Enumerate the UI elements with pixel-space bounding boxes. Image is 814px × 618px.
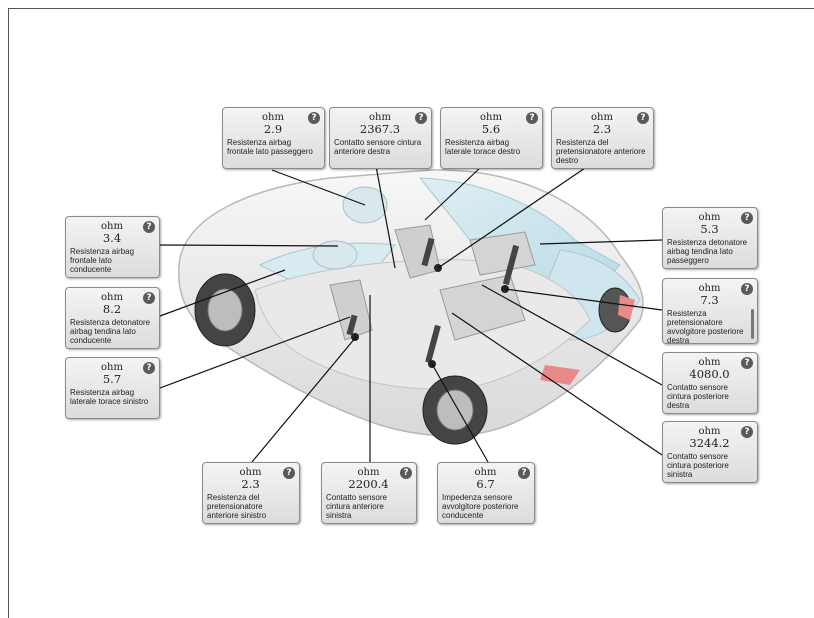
card-pretensioner-front-right[interactable]: ohm 2.3 Resistenza del pretensionatore a…: [551, 107, 654, 169]
card-curtain-airbag-driver[interactable]: ohm 8.2 Resistenza detonatore airbag ten…: [65, 287, 160, 349]
card-description: Resistenza detonatore airbag tendina lat…: [70, 318, 151, 345]
belt-retractor-rl: [425, 324, 441, 364]
diagram-frame: [8, 8, 814, 618]
ohm-value: 3244.2: [689, 436, 730, 450]
belt-retractor-rr: [502, 244, 520, 286]
ohm-value: 8.2: [102, 302, 122, 316]
wheel-front-left-rim: [207, 288, 243, 332]
sensor-fl: [351, 333, 359, 341]
unit-label: ohm: [474, 467, 497, 478]
card-scrollbar[interactable]: [751, 309, 754, 339]
unit-label: ohm: [101, 362, 123, 373]
help-icon[interactable]: ?: [415, 112, 427, 124]
belt-pretensioner-fr: [421, 237, 435, 267]
airbag-front-left: [312, 240, 358, 270]
callout-lines: [159, 165, 663, 463]
help-icon[interactable]: ?: [143, 221, 155, 233]
card-description: Resistenza airbag frontale lato conducen…: [70, 247, 135, 274]
car-illustration: [159, 165, 663, 463]
ohm-value: 5.6: [481, 122, 501, 136]
card-description: Resistenza del pretensionatore anteriore…: [556, 138, 646, 165]
help-icon[interactable]: ?: [741, 357, 753, 369]
unit-label: ohm: [239, 467, 262, 478]
ohm-value: 3.4: [102, 231, 122, 245]
tail-light-right: [618, 295, 635, 320]
help-icon[interactable]: ?: [143, 292, 155, 304]
ohm-value: 7.3: [700, 293, 719, 307]
ohm-value: 5.7: [102, 372, 122, 386]
help-icon[interactable]: ?: [143, 362, 155, 374]
airbag-diagnostic-diagram: ohm 2.9 Resistenza airbag frontale lato …: [65, 107, 758, 524]
card-belt-sensor-rear-right[interactable]: ohm 4080.0 Contatto sensore cintura post…: [662, 352, 758, 414]
card-description: Resistenza del pretensionatore anteriore…: [207, 493, 267, 520]
wheel-rear-left-rim: [436, 389, 474, 431]
card-airbag-side-chest-right[interactable]: ohm 5.6 Resistenza airbag laterale torac…: [440, 107, 543, 169]
ohm-value: 2.9: [263, 122, 283, 136]
ohm-value: 6.7: [476, 477, 495, 491]
unit-label: ohm: [101, 292, 123, 303]
unit-label: ohm: [357, 467, 380, 478]
unit-label: ohm: [262, 112, 284, 123]
card-curtain-airbag-passenger[interactable]: ohm 5.3 Resistenza detonatore airbag ten…: [662, 207, 758, 269]
card-description: Contatto sensore cintura posteriore sini…: [667, 452, 729, 479]
card-description: Contatto sensore cintura posteriore dest…: [667, 383, 729, 410]
ohm-value: 4080.0: [689, 367, 730, 381]
unit-label: ohm: [591, 112, 613, 123]
card-description: Impedenza sensore avvolgitore posteriore…: [442, 493, 519, 520]
tail-light-left: [540, 365, 580, 385]
help-icon[interactable]: ?: [283, 467, 295, 479]
card-description: Resistenza detonatore airbag tendina lat…: [667, 238, 748, 265]
unit-label: ohm: [698, 283, 721, 294]
ohm-value: 5.3: [700, 222, 719, 236]
help-icon[interactable]: ?: [526, 112, 538, 124]
card-pretensioner-front-left[interactable]: ohm 2.3 Resistenza del pretensionatore a…: [202, 462, 300, 524]
card-pretensioner-retractor-rear-right[interactable]: ohm 7.3 Resistenza pretensionatore avvol…: [662, 278, 758, 345]
card-description: Contatto sensore cintura anteriore sinis…: [326, 493, 387, 520]
unit-label: ohm: [698, 212, 721, 223]
card-description: Resistenza airbag frontale lato passegge…: [227, 138, 313, 156]
unit-label: ohm: [480, 112, 502, 123]
card-description: Resistenza airbag laterale torace sinist…: [70, 388, 149, 406]
help-icon[interactable]: ?: [518, 467, 530, 479]
help-icon[interactable]: ?: [400, 467, 412, 479]
ohm-value: 2.3: [592, 122, 612, 136]
card-description: Contatto sensore cintura anteriore destr…: [334, 138, 422, 156]
unit-label: ohm: [369, 112, 391, 123]
help-icon[interactable]: ?: [741, 283, 753, 295]
help-icon[interactable]: ?: [741, 426, 753, 438]
card-airbag-front-passenger[interactable]: ohm 2.9 Resistenza airbag frontale lato …: [222, 107, 325, 169]
help-icon[interactable]: ?: [741, 212, 753, 224]
belt-pretensioner-fl: [346, 314, 358, 336]
card-description: Resistenza airbag laterale torace destro: [445, 138, 521, 156]
card-retractor-impedance-rear-driver[interactable]: ohm 6.7 Impedenza sensore avvolgitore po…: [437, 462, 535, 524]
card-airbag-front-driver[interactable]: ohm 3.4 Resistenza airbag frontale lato …: [65, 216, 160, 278]
card-belt-sensor-rear-left[interactable]: ohm 3244.2 Contatto sensore cintura post…: [662, 421, 758, 483]
seat-front-left: [329, 279, 373, 341]
ohm-value: 2.3: [241, 477, 260, 491]
ohm-value: 2367.3: [359, 122, 401, 136]
help-icon[interactable]: ?: [308, 112, 320, 124]
unit-label: ohm: [698, 426, 721, 437]
seat-rear-right: [469, 231, 536, 276]
help-icon[interactable]: ?: [637, 112, 649, 124]
ohm-value: 2200.4: [348, 477, 389, 491]
card-airbag-side-chest-left[interactable]: ohm 5.7 Resistenza airbag laterale torac…: [65, 357, 160, 419]
card-description: Resistenza pretensionatore avvolgitore p…: [667, 309, 744, 345]
unit-label: ohm: [101, 221, 123, 232]
unit-label: ohm: [698, 357, 721, 368]
card-belt-sensor-front-left[interactable]: ohm 2200.4 Contatto sensore cintura ante…: [321, 462, 417, 524]
card-belt-sensor-front-right[interactable]: ohm 2367.3 Contatto sensore cintura ante…: [329, 107, 432, 169]
